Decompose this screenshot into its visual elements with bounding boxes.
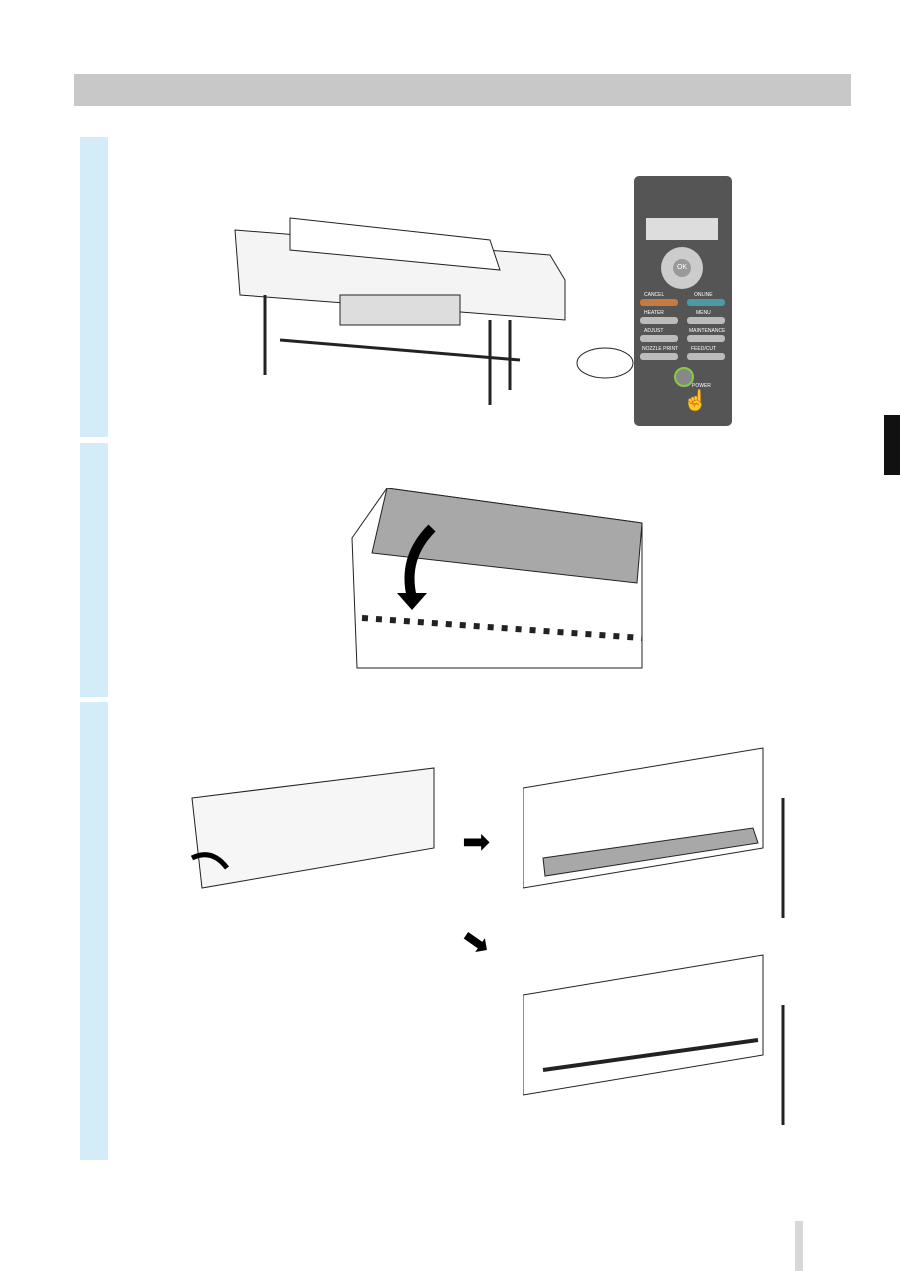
callout-bubble — [576, 347, 634, 379]
power-label: POWER — [692, 383, 711, 389]
online-label: ONLINE — [694, 292, 713, 298]
menu-button[interactable] — [687, 317, 725, 324]
nozzle-print-button[interactable] — [640, 353, 678, 360]
step-3-marker — [80, 702, 108, 1160]
power-button[interactable] — [674, 367, 694, 387]
maintenance-button[interactable] — [687, 335, 725, 342]
pointing-hand-icon: ☝ — [683, 390, 708, 412]
page-edge-marker — [795, 1221, 803, 1271]
arrow-down-right-icon: ➡ — [453, 918, 499, 966]
lcd-display — [646, 218, 718, 240]
take-up-roll-with-media-illustration — [523, 747, 785, 918]
take-up-roll-empty-illustration — [523, 954, 785, 1125]
nozzle-print-label: NOZZLE PRINT — [642, 346, 679, 352]
heater-button[interactable] — [640, 317, 678, 324]
step-2-marker — [80, 443, 108, 697]
chapter-tab — [884, 415, 900, 475]
arrow-right-icon: ➡ — [462, 823, 491, 861]
cancel-button[interactable] — [640, 299, 678, 306]
cancel-label: CANCEL — [644, 292, 665, 298]
control-panel: OK CANCEL ONLINE HEATER MENU ADJUST MAIN… — [634, 176, 732, 426]
maintenance-label: MAINTENANCE — [689, 328, 726, 334]
ok-button[interactable]: OK — [673, 259, 691, 277]
adjust-label: ADJUST — [644, 328, 664, 334]
heater-label: HEATER — [644, 310, 664, 316]
printer-illustration — [234, 217, 566, 405]
online-button[interactable] — [687, 299, 725, 306]
section-header-bar — [74, 74, 851, 106]
media-loading-illustration — [172, 738, 435, 926]
step-1-marker — [80, 137, 108, 437]
adjust-button[interactable] — [640, 335, 678, 342]
feed-cut-label: FEED/CUT — [691, 346, 716, 352]
front-cover-illustration — [351, 488, 643, 669]
menu-label: MENU — [696, 310, 711, 316]
feed-cut-button[interactable] — [687, 353, 725, 360]
